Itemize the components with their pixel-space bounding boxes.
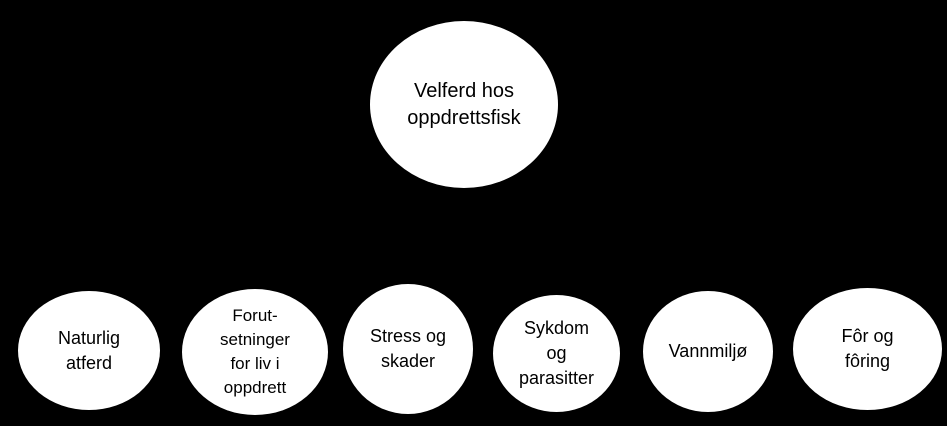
node-vannmiljo: Vannmiljø [643,291,773,412]
node-label: Sykdom og parasitter [518,318,595,388]
node-label: Fôr og fôring [841,326,894,371]
node-stress-og-skader: Stress og skader [343,284,473,414]
node-label: Naturlig atferd [57,327,121,373]
node-for-og-foring: Fôr og fôring [793,288,942,410]
node-sykdom-og-parasitter: Sykdom og parasitter [493,295,620,412]
node-label: Velferd hos oppdrettsfisk [407,79,521,129]
node-velferd-hos-oppdrettsfisk: Velferd hos oppdrettsfisk [370,21,558,188]
node-label: Stress og skader [369,326,447,371]
node-naturlig-atferd: Naturlig atferd [18,291,160,410]
node-forutsetninger-for-liv-i-oppdrett: Forut- setninger for liv i oppdrett [182,289,328,415]
node-label: Vannmiljø [668,341,748,361]
node-label: Forut- setninger for liv i oppdrett [220,306,290,397]
